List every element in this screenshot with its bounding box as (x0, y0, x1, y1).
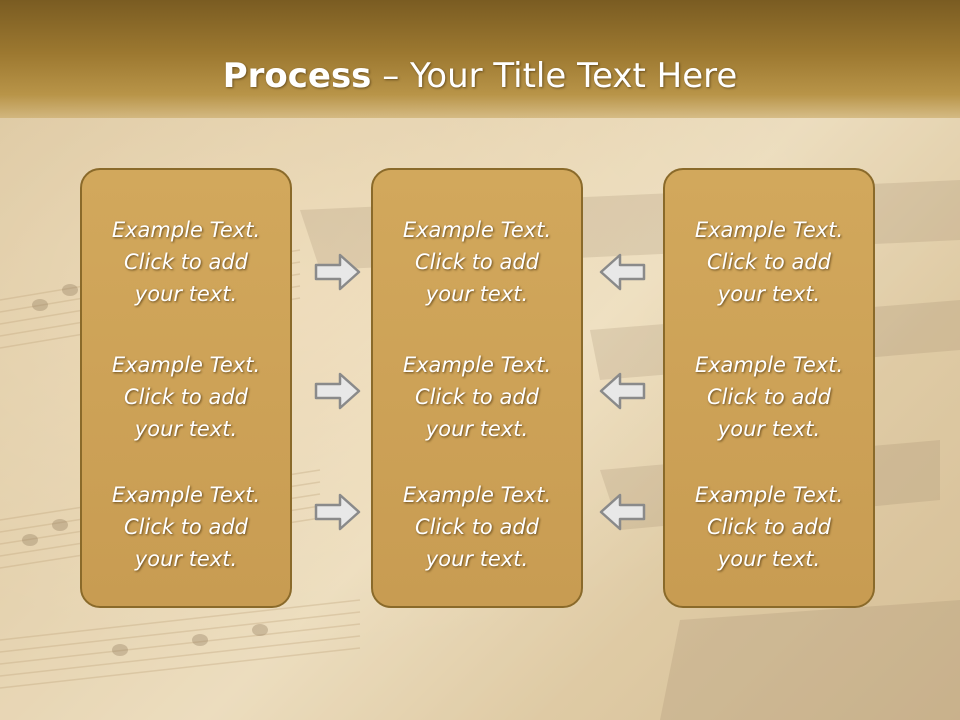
text-line: your text. (425, 547, 529, 571)
text-line: your text. (425, 417, 529, 441)
right-arrow-icon[interactable] (314, 492, 362, 532)
text-line: your text. (134, 547, 238, 571)
text-placeholder[interactable]: Example Text. Click to add your text. (373, 349, 581, 445)
text-line: Click to add (123, 385, 248, 409)
text-line: Example Text. (111, 483, 261, 507)
title-band (0, 0, 960, 118)
text-line: Click to add (123, 250, 248, 274)
text-placeholder[interactable]: Example Text. Click to add your text. (665, 479, 873, 575)
text-line: Click to add (706, 515, 831, 539)
left-arrow-icon[interactable] (598, 492, 646, 532)
text-placeholder[interactable]: Example Text. Click to add your text. (82, 479, 290, 575)
text-placeholder[interactable]: Example Text. Click to add your text. (373, 479, 581, 575)
text-placeholder[interactable]: Example Text. Click to add your text. (82, 349, 290, 445)
right-arrow-icon[interactable] (314, 371, 362, 411)
text-line: Click to add (706, 250, 831, 274)
text-line: your text. (717, 282, 821, 306)
text-line: Example Text. (111, 353, 261, 377)
text-line: Click to add (414, 250, 539, 274)
text-line: Click to add (414, 515, 539, 539)
text-line: Click to add (414, 385, 539, 409)
text-line: Example Text. (694, 218, 844, 242)
text-line: Click to add (123, 515, 248, 539)
text-line: Example Text. (694, 483, 844, 507)
text-line: your text. (425, 282, 529, 306)
text-line: your text. (717, 547, 821, 571)
text-placeholder[interactable]: Example Text. Click to add your text. (373, 214, 581, 310)
text-line: Example Text. (402, 218, 552, 242)
text-line: your text. (717, 417, 821, 441)
slide-title[interactable]: Process – Your Title Text Here (0, 54, 960, 98)
text-placeholder[interactable]: Example Text. Click to add your text. (665, 214, 873, 310)
text-line: your text. (134, 417, 238, 441)
text-placeholder[interactable]: Example Text. Click to add your text. (665, 349, 873, 445)
text-line: Example Text. (402, 483, 552, 507)
text-placeholder[interactable]: Example Text. Click to add your text. (82, 214, 290, 310)
title-bold-part: Process (222, 56, 372, 96)
process-box-left[interactable]: Example Text. Click to add your text. Ex… (80, 168, 292, 608)
process-box-right[interactable]: Example Text. Click to add your text. Ex… (663, 168, 875, 608)
text-line: your text. (134, 282, 238, 306)
title-rest-part: – Your Title Text Here (371, 56, 738, 96)
left-arrow-icon[interactable] (598, 371, 646, 411)
process-box-center[interactable]: Example Text. Click to add your text. Ex… (371, 168, 583, 608)
right-arrow-icon[interactable] (314, 252, 362, 292)
text-line: Example Text. (111, 218, 261, 242)
left-arrow-icon[interactable] (598, 252, 646, 292)
text-line: Example Text. (694, 353, 844, 377)
text-line: Example Text. (402, 353, 552, 377)
text-line: Click to add (706, 385, 831, 409)
